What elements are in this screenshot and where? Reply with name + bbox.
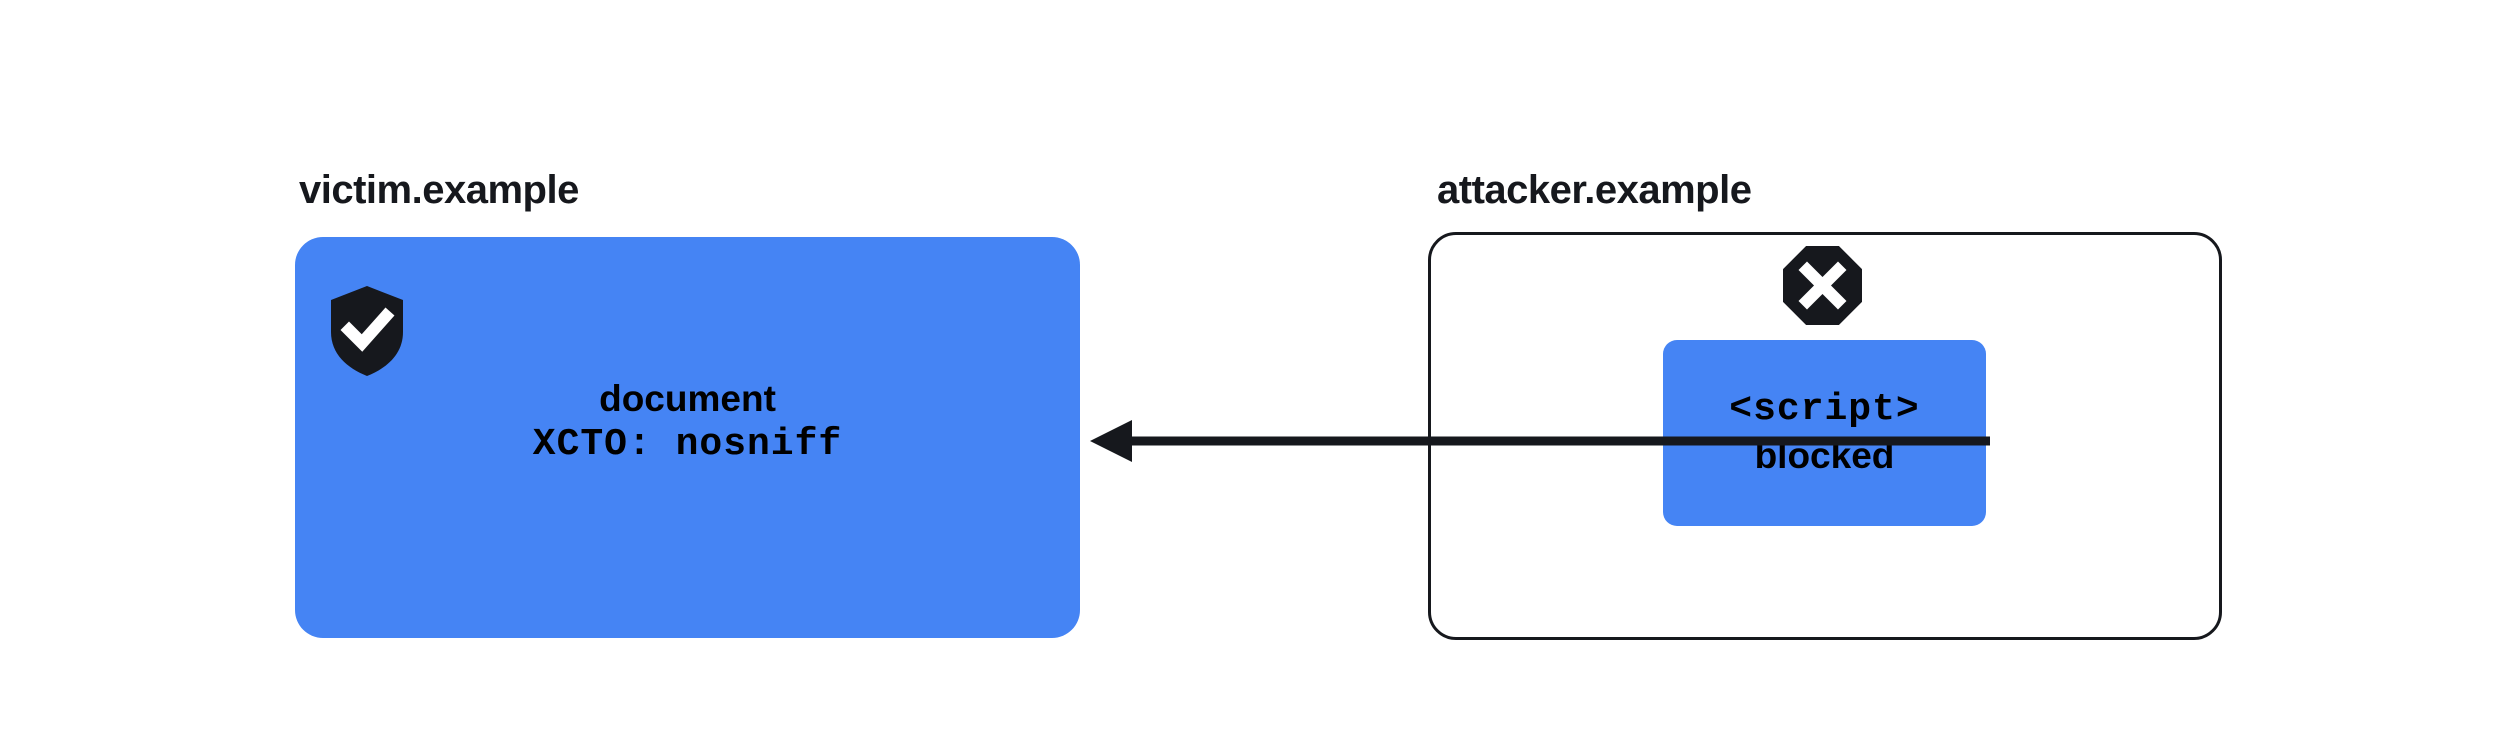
attacker-origin-label: attacker.example: [1437, 168, 1752, 212]
victim-origin-box: document XCTO: nosniff: [295, 237, 1080, 638]
victim-origin-label: victim.example: [299, 168, 579, 212]
blocked-script-tag: <script>: [1729, 388, 1920, 431]
victim-document-header: XCTO: nosniff: [532, 423, 843, 466]
octagon-x-icon: [1783, 246, 1862, 325]
attacker-origin-box: <script> blocked: [1428, 232, 2222, 640]
victim-document-text: document XCTO: nosniff: [295, 376, 1080, 468]
shield-check-icon: [331, 286, 403, 376]
blocked-request-arrow: [1080, 412, 1990, 470]
blocked-script-chip: <script> blocked: [1663, 340, 1986, 526]
victim-document-title: document: [599, 378, 776, 419]
